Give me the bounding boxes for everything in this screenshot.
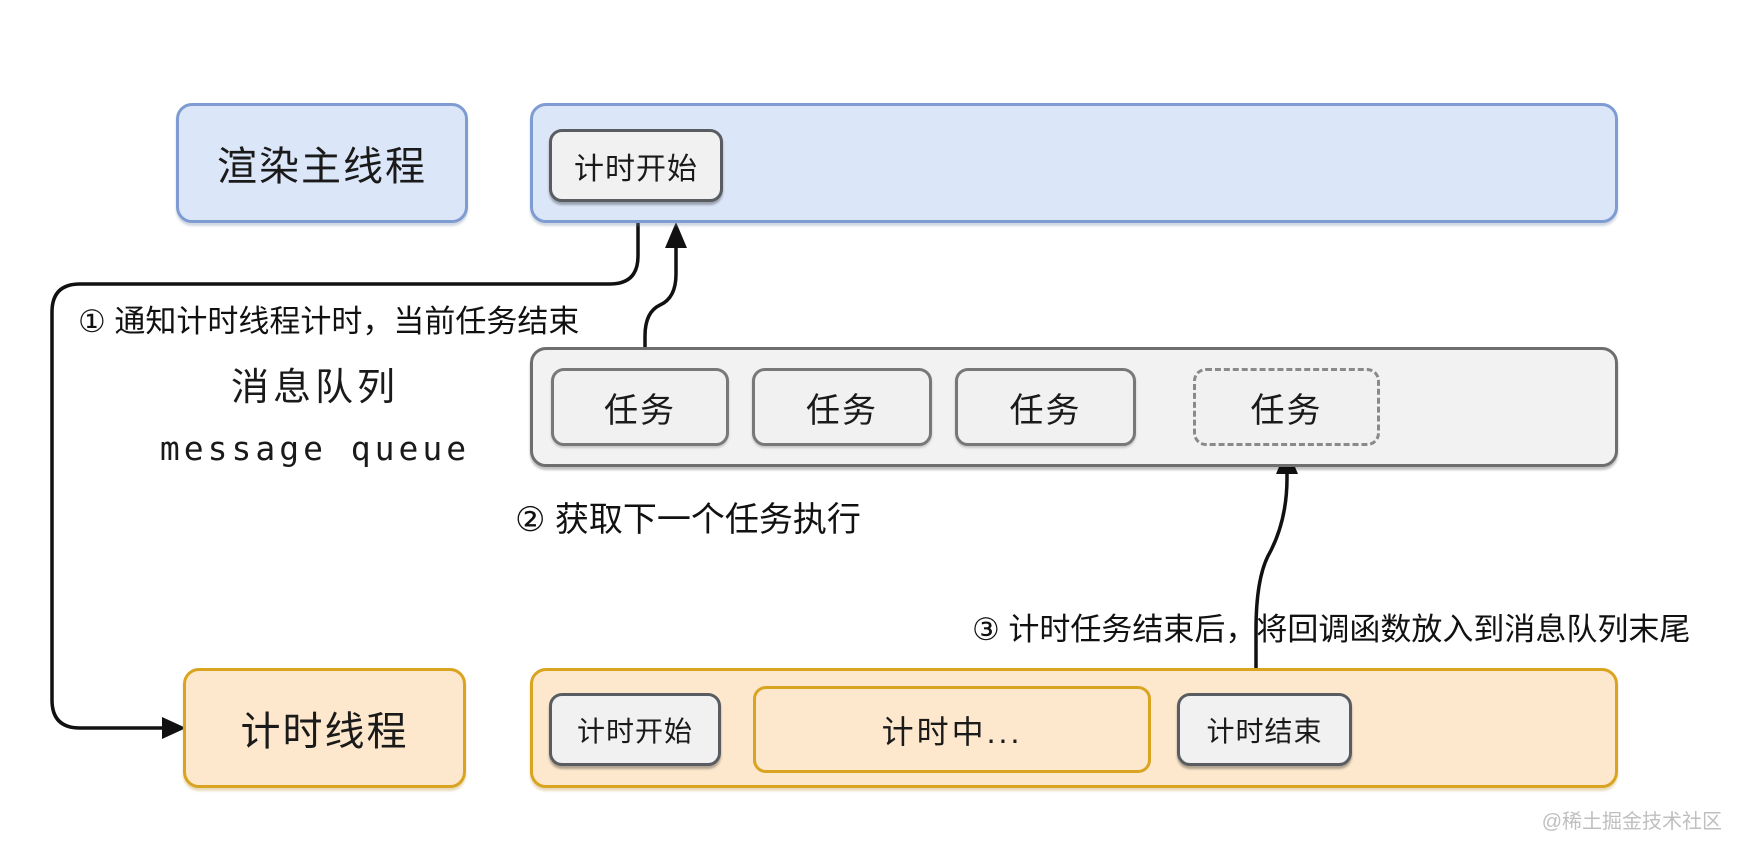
render-thread-label: 渲染主线程	[217, 145, 427, 189]
timing-running-item-label: 计时中...	[881, 713, 1023, 750]
task-3-label: 任务	[1009, 391, 1082, 430]
message-queue-label: 消息队列 message queue	[140, 356, 490, 468]
timer-thread-box: 计时线程	[183, 668, 466, 788]
task-box-1: 任务	[551, 368, 729, 446]
task-4-label: 任务	[1250, 391, 1323, 430]
timing-start-item-top: 计时开始	[549, 129, 723, 202]
task-box-2: 任务	[752, 368, 932, 446]
timing-start-item-top-label: 计时开始	[574, 152, 698, 186]
timer-thread-label: 计时线程	[240, 710, 409, 754]
timing-running-item: 计时中...	[753, 686, 1151, 773]
arrow-step2-head	[665, 222, 687, 248]
render-thread-timeline: 计时开始	[530, 103, 1618, 223]
render-thread-box: 渲染主线程	[176, 103, 468, 223]
task-2-label: 任务	[806, 391, 878, 430]
timing-end-item-label: 计时结束	[1206, 715, 1323, 747]
task-box-3: 任务	[955, 368, 1136, 446]
watermark: @稀土掘金技术社区	[1541, 811, 1722, 833]
timing-start-item-bottom-label: 计时开始	[576, 715, 693, 747]
task-box-4-pending: 任务	[1193, 368, 1380, 446]
annotation-step1: ① 通知计时线程计时，当前任务结束	[78, 304, 580, 339]
annotation-step3: ③ 计时任务结束后，将回调函数放入到消息队列末尾	[972, 612, 1691, 647]
message-queue-container: 任务 任务 任务 任务	[530, 347, 1618, 467]
annotation-step2: ② 获取下一个任务执行	[515, 501, 861, 539]
message-queue-label-en: message queue	[159, 429, 471, 468]
message-queue-label-zh: 消息队列	[230, 367, 399, 409]
task-1-label: 任务	[604, 391, 676, 430]
timing-end-item: 计时结束	[1177, 693, 1352, 766]
timing-start-item-bottom: 计时开始	[549, 693, 721, 766]
timer-thread-timeline: 计时开始 计时中... 计时结束	[530, 668, 1618, 788]
